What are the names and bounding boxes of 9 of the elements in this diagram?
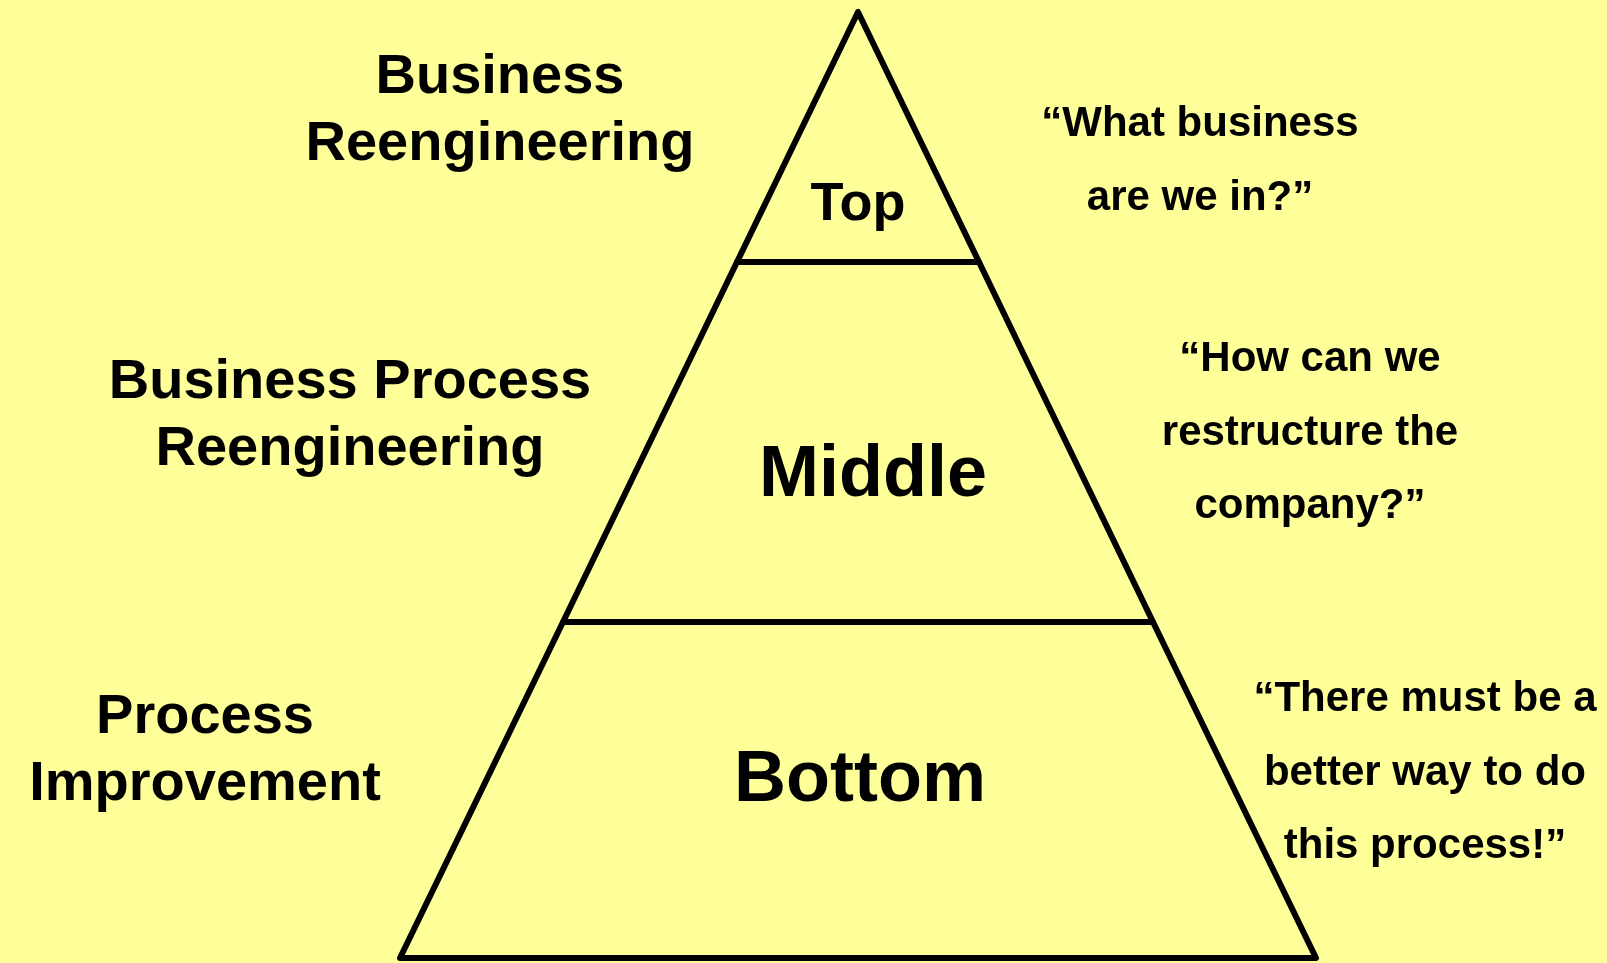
question-quote: “What business are we in?” — [1040, 97, 1360, 221]
tier-label: Bottom — [733, 737, 987, 817]
reengineering-level-label: Business Reengineering — [304, 41, 696, 175]
tier-label: Middle — [758, 432, 988, 512]
question-quote: “How can we restructure the company?” — [1160, 332, 1460, 529]
reengineering-level-label: Business Process Reengineering — [107, 346, 593, 480]
question-quote: “There must be a better way to do this process!” — [1252, 672, 1598, 869]
tier-label: Top — [809, 172, 907, 232]
reengineering-level-label: Process Improvement — [28, 681, 382, 815]
